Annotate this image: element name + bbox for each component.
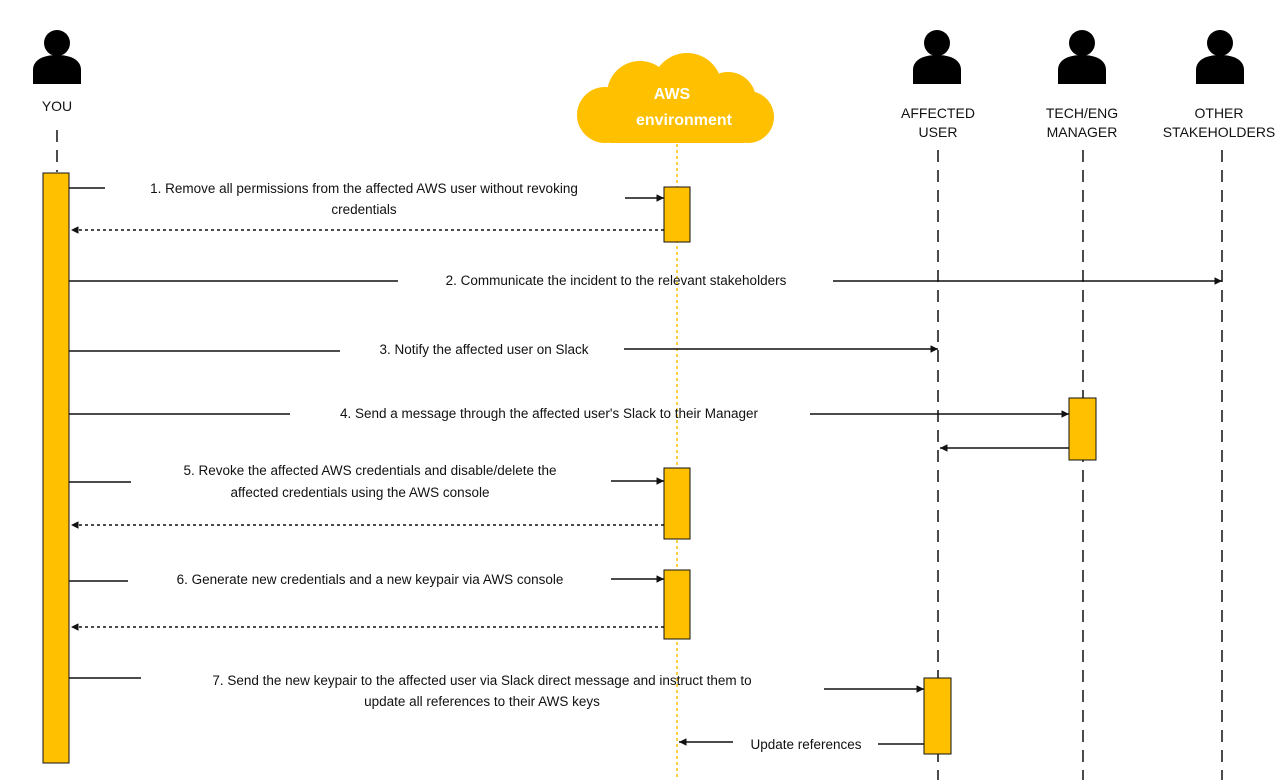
aws-label-line1: AWS [654, 86, 691, 103]
actor-stakeholders-label-line1: OTHER [1195, 105, 1244, 121]
activation-aws-3 [663, 569, 691, 640]
activation-aws-1 [663, 186, 691, 243]
activation-affected-user [923, 677, 952, 755]
message-5-text-line1: 5. Revoke the affected AWS credentials a… [184, 463, 557, 478]
message-1-text-line2: credentials [331, 202, 397, 217]
message-7: 7. Send the new keypair to the affected … [69, 673, 924, 709]
activation-manager [1068, 397, 1097, 461]
message-5-text-line2: affected credentials using the AWS conso… [231, 485, 490, 500]
affected-user-person-icon [913, 30, 961, 84]
actor-affected-label-line2: USER [919, 124, 958, 140]
message-2-text: 2. Communicate the incident to the relev… [446, 273, 787, 288]
activation-you [42, 172, 70, 764]
you-person-icon [33, 30, 81, 84]
message-6: 6. Generate new credentials and a new ke… [69, 572, 664, 631]
message-1: 1. Remove all permissions from the affec… [69, 181, 664, 234]
aws-label-line2: environment [636, 112, 733, 129]
message-6-text: 6. Generate new credentials and a new ke… [177, 572, 564, 587]
stakeholders-person-icon [1196, 30, 1244, 84]
aws-cloud-icon [577, 53, 774, 143]
message-3-text: 3. Notify the affected user on Slack [379, 342, 588, 357]
actor-you-label: YOU [42, 98, 72, 114]
activation-aws-2 [663, 467, 691, 540]
message-5: 5. Revoke the affected AWS credentials a… [69, 463, 664, 529]
message-3: 3. Notify the affected user on Slack [69, 342, 938, 357]
actor-affected-label-line1: AFFECTED [901, 105, 975, 121]
message-4: 4. Send a message through the affected u… [69, 406, 1069, 452]
actor-manager-label-line1: TECH/ENG [1046, 105, 1118, 121]
message-8-text: Update references [750, 737, 861, 752]
message-7-text-line1: 7. Send the new keypair to the affected … [212, 673, 751, 688]
actor-manager-label-line2: MANAGER [1047, 124, 1118, 140]
message-2: 2. Communicate the incident to the relev… [69, 273, 1222, 288]
manager-person-icon [1058, 30, 1106, 84]
message-1-text-line1: 1. Remove all permissions from the affec… [150, 181, 578, 196]
actor-stakeholders-label-line2: STAKEHOLDERS [1163, 124, 1276, 140]
message-7-text-line2: update all references to their AWS keys [364, 694, 600, 709]
message-8: Update references [679, 737, 924, 752]
message-4-text: 4. Send a message through the affected u… [340, 406, 759, 421]
